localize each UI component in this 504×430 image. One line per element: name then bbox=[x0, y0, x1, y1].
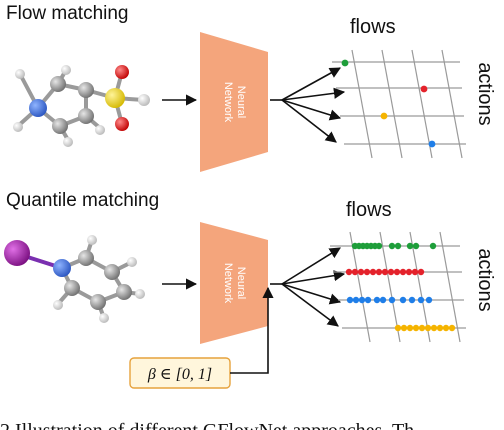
network-label-top-line1: Neural bbox=[235, 86, 247, 118]
network-label-bottom-line2: Network bbox=[222, 263, 234, 304]
flows-label-top: flows bbox=[350, 16, 396, 38]
quantile-point-blue bbox=[364, 296, 372, 304]
quantile-point-green bbox=[429, 242, 437, 250]
network-label-top-line2: Network bbox=[222, 82, 234, 123]
quantile-point-orange bbox=[418, 324, 426, 332]
quantile-point-red bbox=[405, 268, 413, 276]
quantile-point-green bbox=[388, 242, 396, 250]
quantile-point-blue bbox=[408, 296, 416, 304]
network-label-bottom-line1: Neural bbox=[235, 267, 247, 299]
quantile-point-orange bbox=[448, 324, 456, 332]
quantile-point-orange bbox=[412, 324, 420, 332]
quantile-point-red bbox=[381, 268, 389, 276]
figure-caption: 2 Illustration of different GFlowNet app… bbox=[0, 420, 414, 430]
quantile-point-red bbox=[393, 268, 401, 276]
quantile-point-red bbox=[351, 268, 359, 276]
quantile-point-blue bbox=[346, 296, 354, 304]
actions-label-bottom: actions bbox=[474, 248, 496, 311]
molecule-bottom bbox=[4, 235, 145, 323]
quantile-point-green bbox=[406, 242, 414, 250]
flow-grid-top bbox=[332, 49, 466, 159]
beta-arrow bbox=[230, 286, 274, 374]
quantile-points-bottom bbox=[345, 242, 456, 332]
actions-label-top: actions bbox=[474, 62, 496, 125]
neural-network-bottom: Neural Network bbox=[200, 222, 268, 344]
flow-point-red bbox=[420, 85, 428, 93]
quantile-point-green bbox=[394, 242, 402, 250]
flow-point-orange bbox=[380, 112, 388, 120]
quantile-point-red bbox=[417, 268, 425, 276]
panel-title-flow-matching: Flow matching bbox=[6, 3, 129, 24]
quantile-point-orange bbox=[394, 324, 402, 332]
quantile-point-red bbox=[375, 268, 383, 276]
quantile-point-red bbox=[369, 268, 377, 276]
beta-label: β ∈ [0, 1] bbox=[147, 366, 212, 383]
quantile-point-red bbox=[363, 268, 371, 276]
molecule-top bbox=[13, 65, 150, 147]
quantile-point-red bbox=[345, 268, 353, 276]
quantile-point-orange bbox=[400, 324, 408, 332]
quantile-point-blue bbox=[425, 296, 433, 304]
quantile-point-blue bbox=[358, 296, 366, 304]
quantile-point-orange bbox=[442, 324, 450, 332]
quantile-point-blue bbox=[352, 296, 360, 304]
quantile-point-orange bbox=[430, 324, 438, 332]
neural-network-top: Neural Network bbox=[200, 32, 268, 172]
quantile-point-orange bbox=[406, 324, 414, 332]
flow-points-top bbox=[341, 59, 436, 148]
flows-label-bottom: flows bbox=[346, 199, 392, 221]
fan-out-arrows-bottom bbox=[281, 247, 346, 327]
quantile-point-blue bbox=[388, 296, 396, 304]
quantile-point-blue bbox=[417, 296, 425, 304]
beta-input: β ∈ [0, 1] bbox=[129, 357, 231, 389]
flow-point-blue bbox=[428, 140, 436, 148]
flow-point-green bbox=[341, 59, 349, 67]
quantile-point-red bbox=[399, 268, 407, 276]
fan-out-arrows-top bbox=[281, 67, 346, 143]
quantile-point-green bbox=[375, 242, 383, 250]
quantile-point-orange bbox=[424, 324, 432, 332]
quantile-point-green bbox=[412, 242, 420, 250]
quantile-point-blue bbox=[373, 296, 381, 304]
quantile-point-red bbox=[387, 268, 395, 276]
quantile-point-red bbox=[411, 268, 419, 276]
quantile-point-blue bbox=[399, 296, 407, 304]
quantile-point-orange bbox=[436, 324, 444, 332]
panel-title-quantile-matching: Quantile matching bbox=[6, 190, 159, 211]
quantile-point-red bbox=[357, 268, 365, 276]
quantile-point-blue bbox=[379, 296, 387, 304]
